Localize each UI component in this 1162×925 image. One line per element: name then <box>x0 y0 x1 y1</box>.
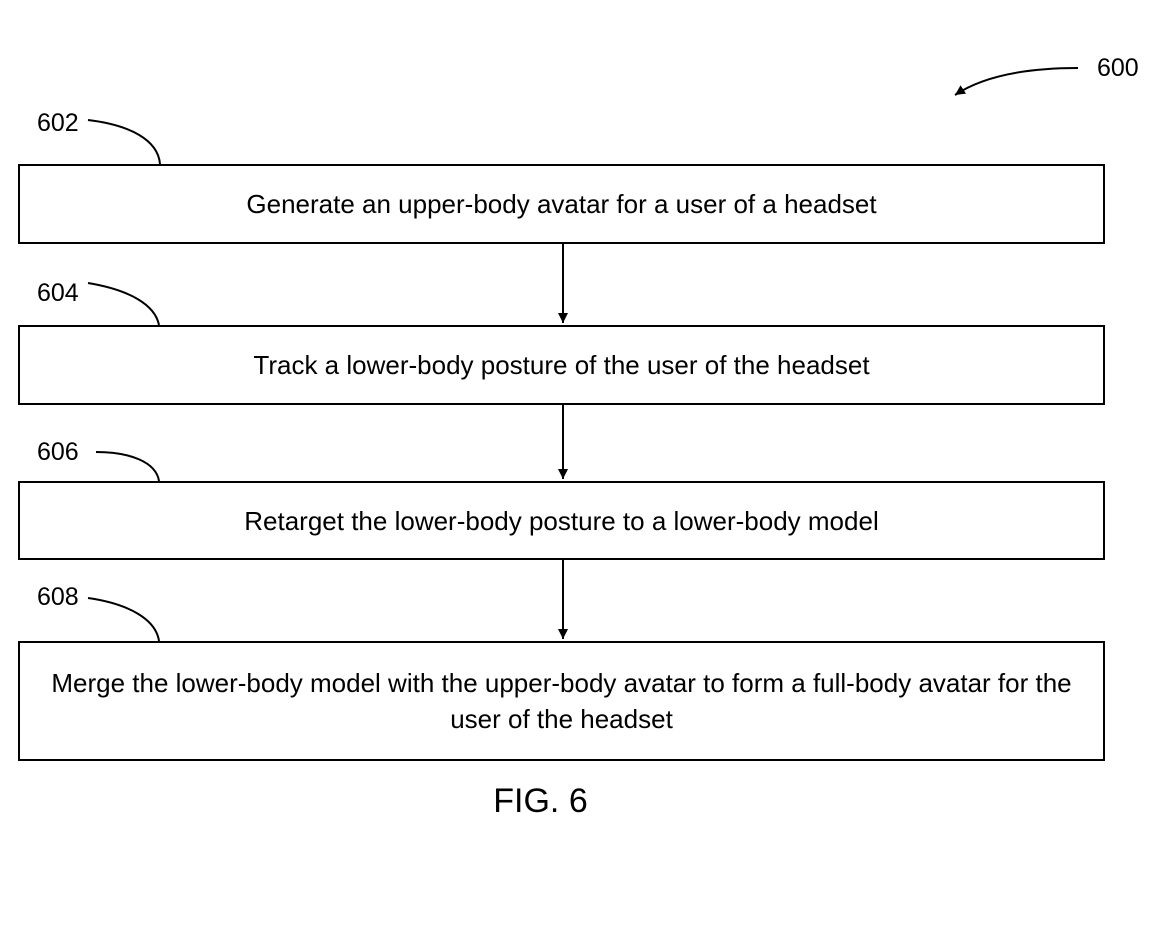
step-604-text: Track a lower-body posture of the user o… <box>253 350 870 380</box>
figure-600-leader-arrow <box>954 67 1079 96</box>
step-606-leader-line <box>95 451 160 482</box>
step-606-text: Retarget the lower-body posture to a low… <box>244 505 879 536</box>
step-604-leader-line <box>87 282 160 326</box>
step-602-text: Generate an upper-body avatar for a user… <box>246 189 877 219</box>
step-box-merge-full-body-avatar: Merge the lower-body model with the uppe… <box>18 641 1105 761</box>
step-606-ref-label: 606 <box>37 438 79 466</box>
figure-caption: FIG. 6 <box>493 782 588 820</box>
step-604-ref-label: 604 <box>37 279 79 307</box>
step-608-leader-line <box>87 597 160 642</box>
step-box-retarget-lower-body-posture: Retarget the lower-body posture to a low… <box>18 481 1105 560</box>
step-602-ref-label: 602 <box>37 109 79 137</box>
step-608-text: Merge the lower-body model with the uppe… <box>51 668 1072 734</box>
figure-number-label: 600 <box>1097 54 1139 82</box>
step-602-leader-line <box>87 119 161 165</box>
step-608-ref-label: 608 <box>37 583 79 611</box>
step-box-track-lower-body-posture: Track a lower-body posture of the user o… <box>18 325 1105 405</box>
step-box-generate-upper-body-avatar: Generate an upper-body avatar for a user… <box>18 164 1105 244</box>
